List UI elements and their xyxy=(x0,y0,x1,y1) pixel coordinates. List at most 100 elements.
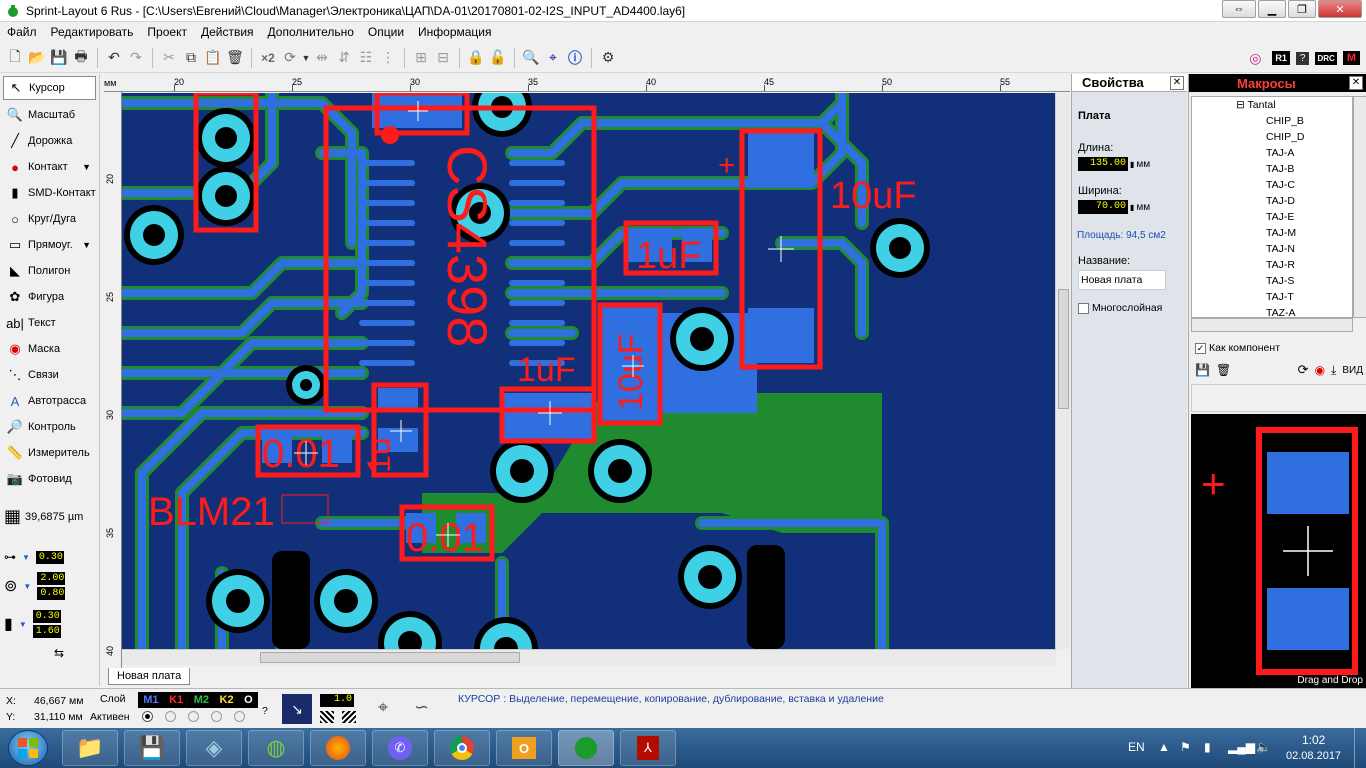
multilayer-checkbox[interactable] xyxy=(1078,302,1089,314)
tool-rect[interactable]: ▭Прямоуг.▼ xyxy=(0,232,99,258)
m-badge[interactable]: M xyxy=(1342,51,1360,65)
tool-zoom[interactable]: 🔍Масштаб xyxy=(0,102,99,128)
pad-outer-value[interactable]: 2.00 xyxy=(37,572,66,585)
tool-mask[interactable]: ◉Маска xyxy=(0,336,99,362)
tool-text[interactable]: ab|Текст xyxy=(0,310,99,336)
import-icon[interactable]: ⤓ xyxy=(1331,362,1337,377)
vertical-scrollbar[interactable] xyxy=(1055,93,1070,649)
menu-info[interactable]: Информация xyxy=(418,25,492,39)
track-width-value[interactable]: 0.30 xyxy=(35,550,64,564)
delete-macro-icon[interactable]: 🗑 xyxy=(1215,363,1232,377)
zoom-icon[interactable]: 🔍 xyxy=(522,49,540,65)
menu-extra[interactable]: Дополнительно xyxy=(267,25,354,39)
r1-badge[interactable]: R1 xyxy=(1272,51,1290,65)
switch-button[interactable]: ⇔ xyxy=(1222,0,1256,18)
undo-icon[interactable]: ↶ xyxy=(108,49,120,65)
mirror-v-icon[interactable]: ⇵ xyxy=(338,49,350,65)
menu-actions[interactable]: Действия xyxy=(200,25,254,39)
pattern-icon[interactable] xyxy=(320,711,334,723)
tree-item[interactable]: CHIP_B xyxy=(1266,115,1304,127)
tool-cursor[interactable]: ↖Курсор xyxy=(3,76,96,100)
layer-k2[interactable]: K2 xyxy=(219,694,234,706)
macro-preview[interactable]: + Drag and Drop xyxy=(1191,414,1366,688)
taskbar-pdf[interactable]: ⅄ xyxy=(620,730,676,766)
tab-board[interactable]: Новая плата xyxy=(108,668,191,685)
dropdown-arrow-icon[interactable]: ▼ xyxy=(301,52,311,63)
volume-icon[interactable]: 🔈 xyxy=(1256,740,1271,754)
dropdown-arrow-icon[interactable]: ▼ xyxy=(82,240,91,250)
layer-k1[interactable]: K1 xyxy=(169,694,184,706)
name-field[interactable]: Новая плата xyxy=(1078,270,1166,290)
tree-item[interactable]: TAJ-S xyxy=(1266,275,1295,287)
redo-icon[interactable]: ↷ xyxy=(130,49,142,65)
tool-photoview[interactable]: 📷Фотовид xyxy=(0,466,99,492)
paste-icon[interactable]: 📋 xyxy=(204,49,222,65)
tool-smd-pad[interactable]: ▮SMD-Контакт xyxy=(0,180,99,206)
target-icon[interactable]: ⌖ xyxy=(378,697,389,717)
tree-item[interactable]: TAZ-A xyxy=(1266,307,1296,318)
shape-tool-icon[interactable]: ∽ xyxy=(414,697,430,717)
horizontal-scrollbar[interactable] xyxy=(122,649,1056,665)
network-icon[interactable]: ▂▄▆ xyxy=(1228,740,1255,754)
dropdown-arrow-icon[interactable]: ▼ xyxy=(82,162,91,172)
layer-m2[interactable]: M2 xyxy=(193,694,209,706)
tool-circle[interactable]: ○Круг/Дуга xyxy=(0,206,99,232)
unlock-icon[interactable]: 🔓 xyxy=(489,49,507,65)
taskbar-save-app[interactable]: 💾 xyxy=(124,730,180,766)
menu-edit[interactable]: Редактировать xyxy=(50,25,134,39)
taskbar-viber[interactable]: ✆ xyxy=(372,730,428,766)
tool-measure[interactable]: 📏Измеритель xyxy=(0,440,99,466)
delete-icon[interactable]: 🗑 xyxy=(226,49,244,65)
tray-arrow-icon[interactable]: ▲ xyxy=(1158,740,1170,754)
radio-m2[interactable] xyxy=(188,711,199,722)
tool-shape[interactable]: ✿Фигура xyxy=(0,284,99,310)
start-button[interactable] xyxy=(8,730,48,766)
copy-icon[interactable]: ⧉ xyxy=(186,49,196,65)
open-folder-icon[interactable]: 📂 xyxy=(28,49,46,65)
clock-time[interactable]: 1:02 xyxy=(1302,733,1326,747)
macros-close-icon[interactable]: ✕ xyxy=(1349,76,1363,90)
radio-k2[interactable] xyxy=(211,711,222,722)
width-field[interactable]: 70.00 xyxy=(1078,200,1128,214)
tree-item[interactable]: TAJ-R xyxy=(1266,259,1295,271)
battery-icon[interactable]: ▮ xyxy=(1204,740,1211,754)
as-component-checkbox[interactable]: ✓ xyxy=(1195,342,1206,354)
pcb-canvas[interactable]: CS4398 1uF 1uF 10uF 10uF 0.01 0.01 1u BL… xyxy=(122,93,1056,649)
tree-item[interactable]: CHIP_D xyxy=(1266,131,1305,143)
tree-item[interactable]: TAJ-M xyxy=(1266,227,1297,239)
radio-k1[interactable] xyxy=(165,711,176,722)
menu-project[interactable]: Проект xyxy=(147,25,187,39)
pad-inner-value[interactable]: 0.80 xyxy=(37,587,66,600)
properties-close-icon[interactable]: ✕ xyxy=(1170,75,1184,90)
minimize-button[interactable]: ▁ xyxy=(1258,0,1286,18)
tree-item[interactable]: TAJ-N xyxy=(1266,243,1295,255)
layer-help[interactable]: ? xyxy=(262,705,268,717)
tree-item[interactable]: TAJ-B xyxy=(1266,163,1295,175)
language-indicator[interactable]: EN xyxy=(1128,740,1145,754)
mirror-h-icon[interactable]: ⇹ xyxy=(316,49,328,65)
radio-m1[interactable] xyxy=(142,711,153,722)
tree-item[interactable]: TAJ-E xyxy=(1266,211,1295,223)
save-icon[interactable]: 💾 xyxy=(50,49,68,65)
group-icon[interactable]: ⊞ xyxy=(415,49,427,65)
menu-options[interactable]: Опции xyxy=(367,25,405,39)
cut-icon[interactable]: ✂ xyxy=(163,49,175,65)
pattern2-icon[interactable] xyxy=(342,711,356,723)
new-file-icon[interactable]: 🗋 xyxy=(9,47,21,64)
distribute-icon[interactable]: ⋮ xyxy=(381,49,395,65)
tool-pad[interactable]: ●Контакт▼ xyxy=(0,154,99,180)
through-hole-pad[interactable] xyxy=(480,623,532,649)
taskbar-chrome[interactable] xyxy=(434,730,490,766)
save-macro-icon[interactable]: 💾 xyxy=(1195,363,1210,377)
show-desktop-button[interactable] xyxy=(1354,728,1366,768)
tree-vertical-scrollbar[interactable] xyxy=(1353,96,1366,318)
tool-control[interactable]: 🔎Контроль xyxy=(0,414,99,440)
ring-icon[interactable]: ◎ xyxy=(1249,49,1262,66)
tree-item[interactable]: TAJ-A xyxy=(1266,147,1295,159)
smd-height-value[interactable]: 1.60 xyxy=(32,625,61,638)
tool-connections[interactable]: ⋱Связи xyxy=(0,362,99,388)
info-icon[interactable]: ⓘ xyxy=(568,49,582,66)
smd-width-value[interactable]: 0.30 xyxy=(32,610,61,623)
